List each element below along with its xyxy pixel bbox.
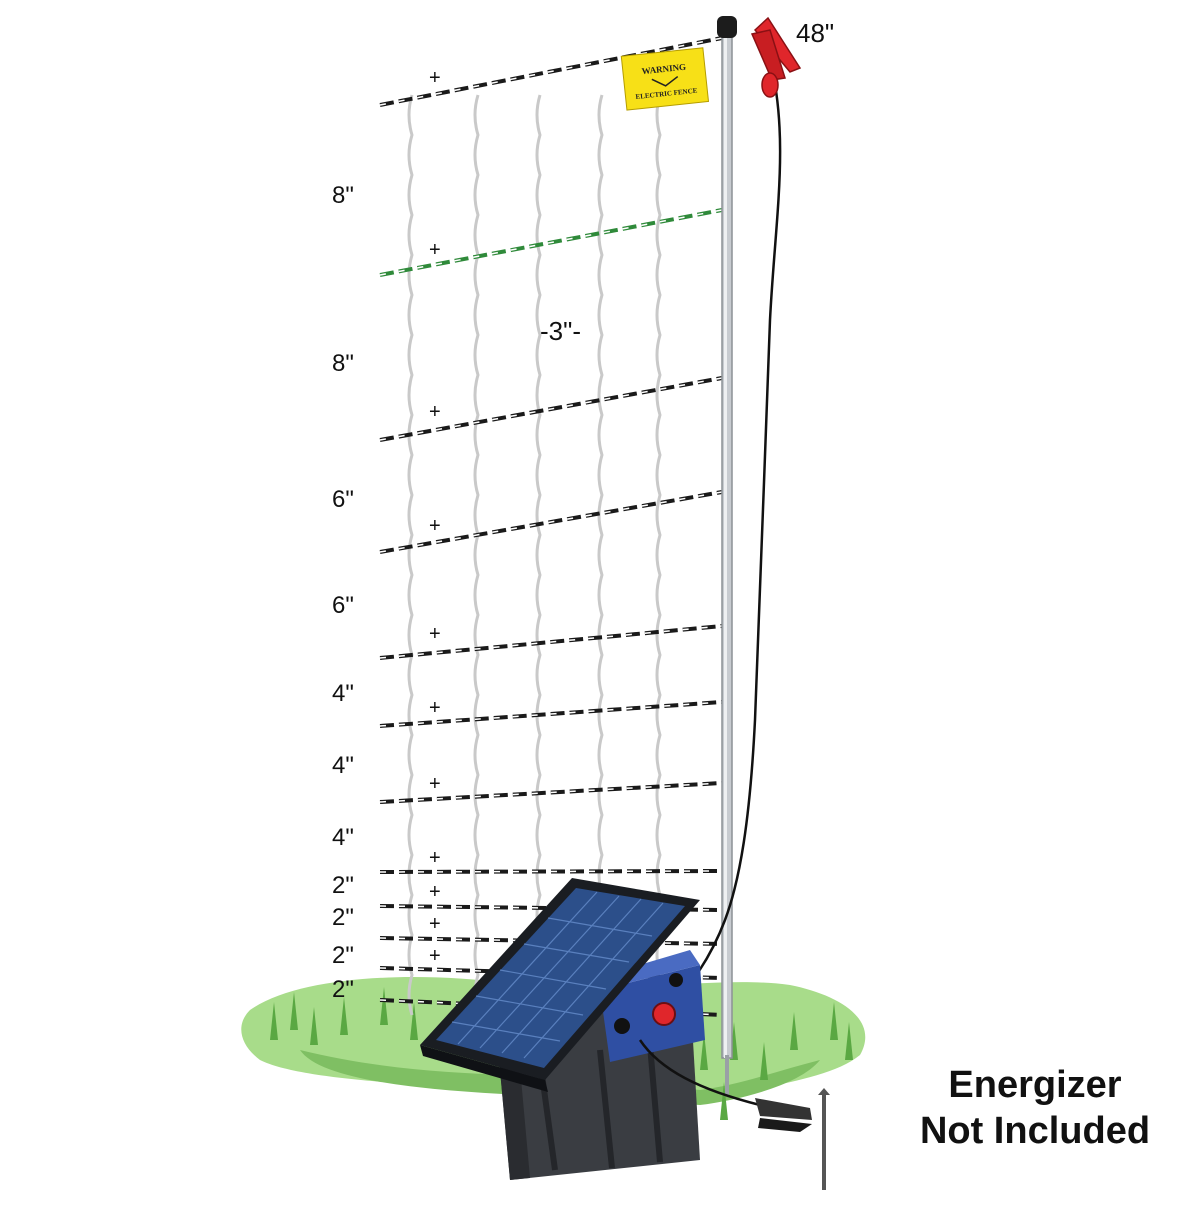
ground-clip-icon	[638, 1039, 830, 1190]
note-line-2: Not Included	[919, 1110, 1151, 1152]
plus-mark: +	[429, 239, 441, 261]
vertical-spacing-label: -3"-	[540, 316, 582, 346]
grass-blade	[290, 992, 298, 1030]
vertical-strand	[473, 94, 480, 1016]
note-line-1: Energizer	[948, 1064, 1122, 1106]
energizer-note: Energizer Not Included	[900, 1062, 1170, 1154]
spacing-label: 4"	[332, 752, 354, 779]
plus-mark: +	[429, 401, 441, 423]
grass-blade	[760, 1042, 768, 1080]
plus-mark: +	[429, 515, 441, 537]
grass-blade	[340, 997, 348, 1035]
solar-panel-icon	[420, 878, 700, 1092]
grass-blade	[410, 1002, 418, 1040]
spacing-label: 8"	[332, 350, 354, 377]
plus-mark: +	[429, 945, 441, 967]
grass-blade	[700, 1032, 708, 1070]
fence-post-highlight	[724, 28, 727, 1058]
plus-mark: +	[429, 623, 441, 645]
spacing-label: 2"	[332, 976, 354, 1003]
grass-blades	[270, 987, 853, 1120]
vertical-strand	[655, 94, 662, 1016]
horizontal-strand-highlight	[379, 701, 723, 727]
vertical-strands	[407, 94, 662, 1016]
vertical-strand	[407, 94, 414, 1016]
vertical-strand	[535, 94, 542, 1016]
ground-spike	[725, 1055, 729, 1095]
lead-wire	[667, 59, 782, 1013]
horizontal-strand-highlight	[379, 625, 723, 659]
warning-sign: WARNING ELECTRIC FENCE	[620, 47, 710, 111]
spacing-label: 6"	[332, 486, 354, 513]
plus-mark: +	[429, 67, 441, 89]
svg-text:WARNING: WARNING	[641, 62, 686, 77]
grass-blade	[720, 1082, 728, 1120]
horizontal-strand-highlight	[379, 491, 723, 553]
spacing-label: 4"	[332, 680, 354, 707]
spacing-label: 4"	[332, 824, 354, 851]
horizontal-strand-highlight	[379, 209, 723, 276]
plus-mark: +	[429, 881, 441, 903]
red-alligator-clip-icon	[750, 16, 802, 98]
grass-blade	[845, 1022, 853, 1060]
grass-blade	[310, 1007, 318, 1045]
horizontal-strand-highlight	[379, 377, 723, 441]
spacing-label: 2"	[332, 942, 354, 969]
grass-blade	[790, 1012, 798, 1050]
grass-blade	[830, 1002, 838, 1040]
plus-mark: +	[429, 773, 441, 795]
grass-blade	[270, 1002, 278, 1040]
fence-height-label: 48"	[796, 18, 835, 48]
post-cap	[717, 16, 737, 38]
spacing-label: 6"	[332, 592, 354, 619]
vertical-strand	[597, 94, 604, 1016]
grass-blade	[380, 987, 388, 1025]
plus-mark: +	[429, 847, 441, 869]
spacing-label: 8"	[332, 182, 354, 209]
plus-mark: +	[429, 697, 441, 719]
plus-mark: +	[429, 913, 441, 935]
spacing-label: 2"	[332, 872, 354, 899]
horizontal-strand-highlight	[379, 870, 723, 873]
horizontal-strand-highlight	[379, 37, 723, 106]
spacing-label: 2"	[332, 904, 354, 931]
horizontal-strand-highlight	[379, 782, 723, 803]
